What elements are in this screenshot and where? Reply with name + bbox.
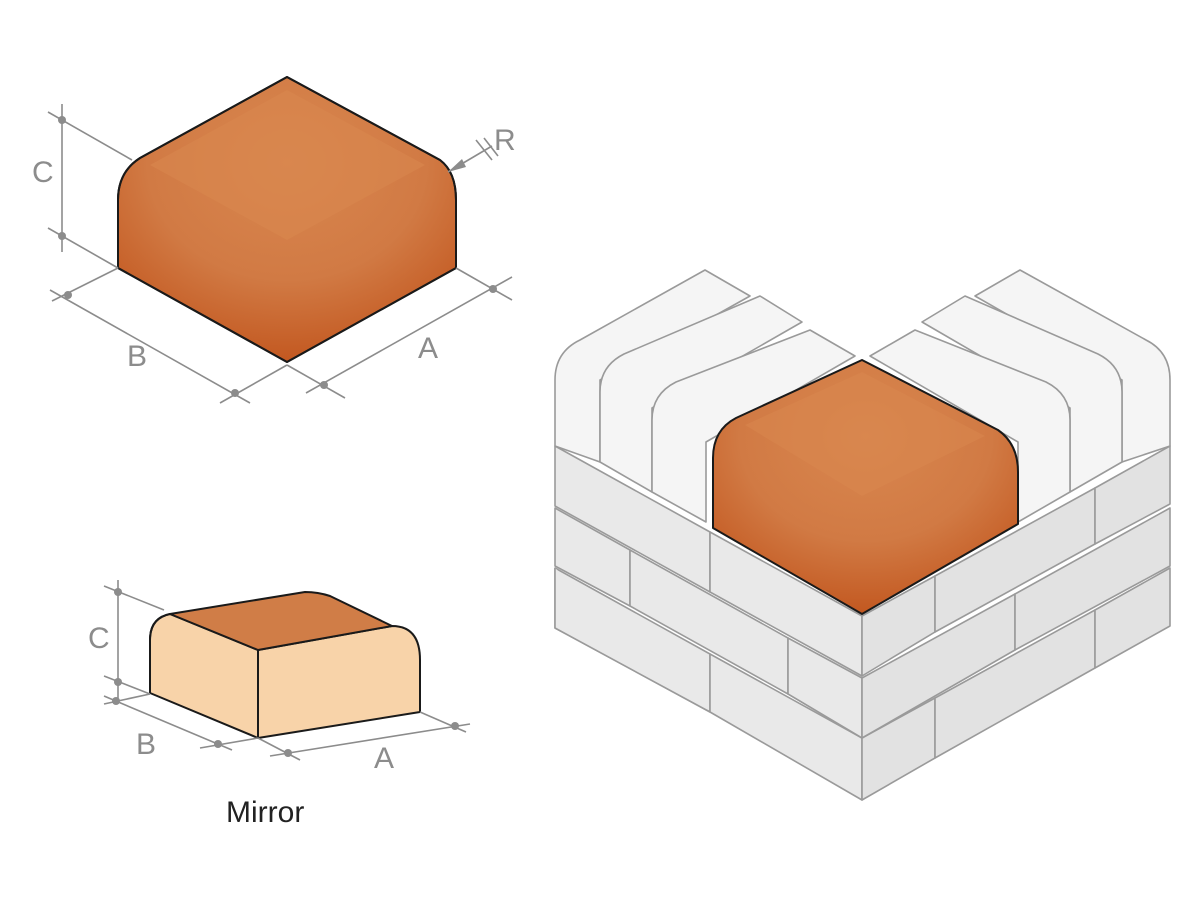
wall-coping-left bbox=[554, 269, 856, 523]
mirror-dimension-b: B bbox=[103, 693, 259, 761]
mirror-dimension-c: C bbox=[88, 580, 165, 698]
coping-brick-outline bbox=[117, 76, 457, 363]
mirror-brick-top-face bbox=[169, 591, 393, 651]
mirror-dimension-a-label: A bbox=[374, 742, 394, 775]
mirror-caption: Mirror bbox=[226, 796, 304, 829]
dimension-b: B bbox=[49, 267, 288, 404]
wall-coping-brick bbox=[651, 329, 856, 523]
wall-course-upper bbox=[554, 445, 1171, 677]
mirror-dimension-b-label: B bbox=[136, 728, 156, 761]
dimension-c: C bbox=[32, 104, 133, 269]
wall-coping-right bbox=[869, 269, 1171, 523]
wall-brick bbox=[1094, 445, 1171, 545]
mirror-dimension-c-label: C bbox=[88, 622, 110, 655]
dimension-r: R bbox=[447, 124, 516, 173]
corner-coping-brick-highlight bbox=[745, 372, 985, 496]
dimension-b-label: B bbox=[127, 340, 147, 373]
wall-brick bbox=[1014, 507, 1171, 651]
mirror-dimension-a: A bbox=[257, 711, 471, 775]
radius-arrow-icon bbox=[448, 159, 466, 172]
mirror-brick: C B A Mirror bbox=[88, 580, 471, 829]
mirror-brick-front-face bbox=[257, 625, 421, 739]
coping-brick-top-highlight bbox=[150, 90, 425, 240]
coping-brick-top-view: C B A R bbox=[32, 76, 516, 404]
dimension-c-label: C bbox=[32, 156, 54, 189]
wall-brick bbox=[1094, 567, 1171, 669]
dimension-a: A bbox=[286, 267, 513, 399]
mirror-brick-rounded-edge bbox=[149, 613, 171, 641]
dimension-a-label: A bbox=[418, 332, 438, 365]
wall-course-bottom bbox=[554, 567, 1171, 801]
wall-corner-assembly bbox=[554, 269, 1171, 801]
dimension-r-label: R bbox=[494, 124, 516, 157]
corner-coping-brick bbox=[712, 359, 1019, 615]
wall-course-middle bbox=[554, 507, 1171, 739]
